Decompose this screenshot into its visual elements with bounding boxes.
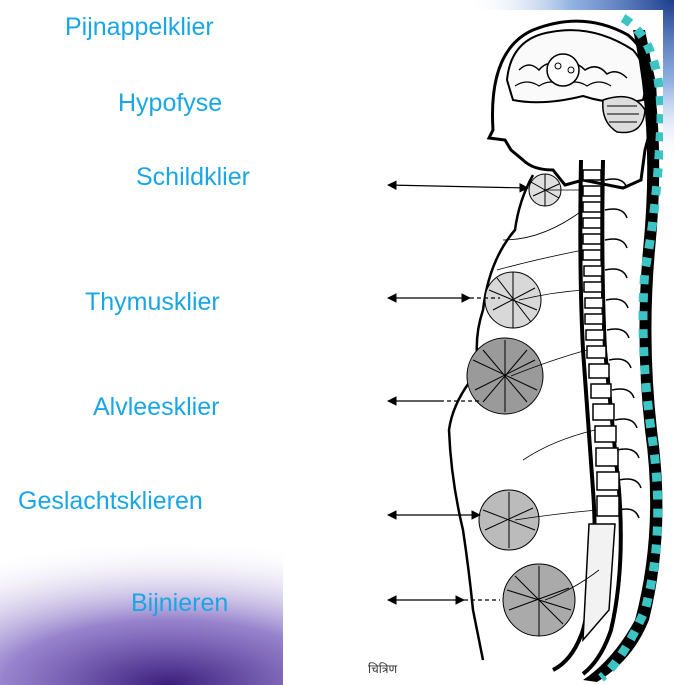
arrow-thyroid [388,185,528,188]
illustrator-signature: चित्रिण [368,660,397,677]
